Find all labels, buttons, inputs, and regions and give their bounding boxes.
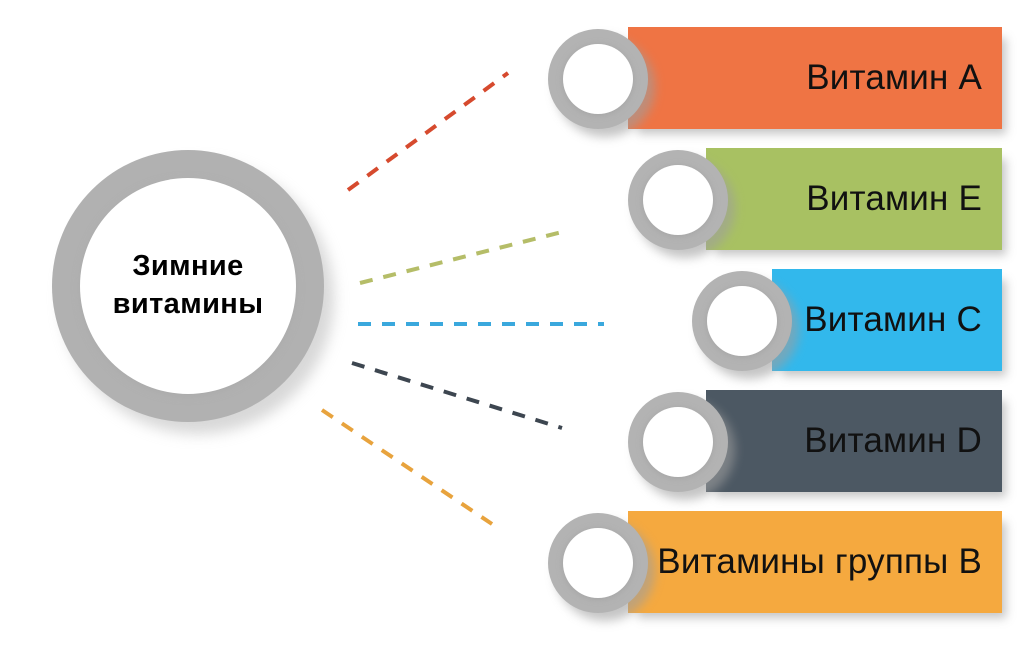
- item-bullet-circle[interactable]: [548, 513, 655, 621]
- central-hub: Зимние витамины: [52, 150, 334, 434]
- central-hub-title-line-1: Зимние: [132, 250, 244, 283]
- item-row[interactable]: Витамины группы B: [0, 511, 1024, 621]
- central-hub-title-line-2: витамины: [112, 288, 264, 320]
- item-row[interactable]: Витамин D: [0, 390, 1024, 500]
- item-bar[interactable]: Витамин E: [706, 148, 1002, 250]
- item-bullet-inner-circle: [643, 165, 713, 235]
- item-bullet-inner-circle: [643, 407, 713, 477]
- item-bullet-inner-circle: [563, 528, 633, 598]
- item-label: Витамин C: [804, 300, 982, 339]
- item-bullet-circle[interactable]: [628, 392, 735, 500]
- item-bullet-inner-circle: [563, 44, 633, 114]
- item-row[interactable]: Витамин A: [0, 27, 1024, 137]
- item-label: Витамин D: [804, 421, 982, 460]
- item-row[interactable]: Витамин C: [0, 269, 1024, 379]
- item-bullet-inner-circle: [707, 286, 777, 356]
- item-bullet-circle[interactable]: [628, 150, 735, 258]
- item-row[interactable]: Витамин E: [0, 148, 1024, 258]
- item-label: Витамины группы B: [657, 542, 982, 581]
- central-hub-inner-circle: Зимние витамины: [80, 178, 296, 394]
- item-label: Витамин E: [806, 179, 982, 218]
- item-label: Витамин A: [806, 58, 982, 97]
- item-bullet-circle[interactable]: [548, 29, 655, 137]
- item-bar[interactable]: Витамины группы B: [628, 511, 1002, 613]
- item-bar[interactable]: Витамин A: [628, 27, 1002, 129]
- item-bar[interactable]: Витамин D: [706, 390, 1002, 492]
- item-bar[interactable]: Витамин C: [772, 269, 1002, 371]
- item-bullet-circle[interactable]: [692, 271, 799, 379]
